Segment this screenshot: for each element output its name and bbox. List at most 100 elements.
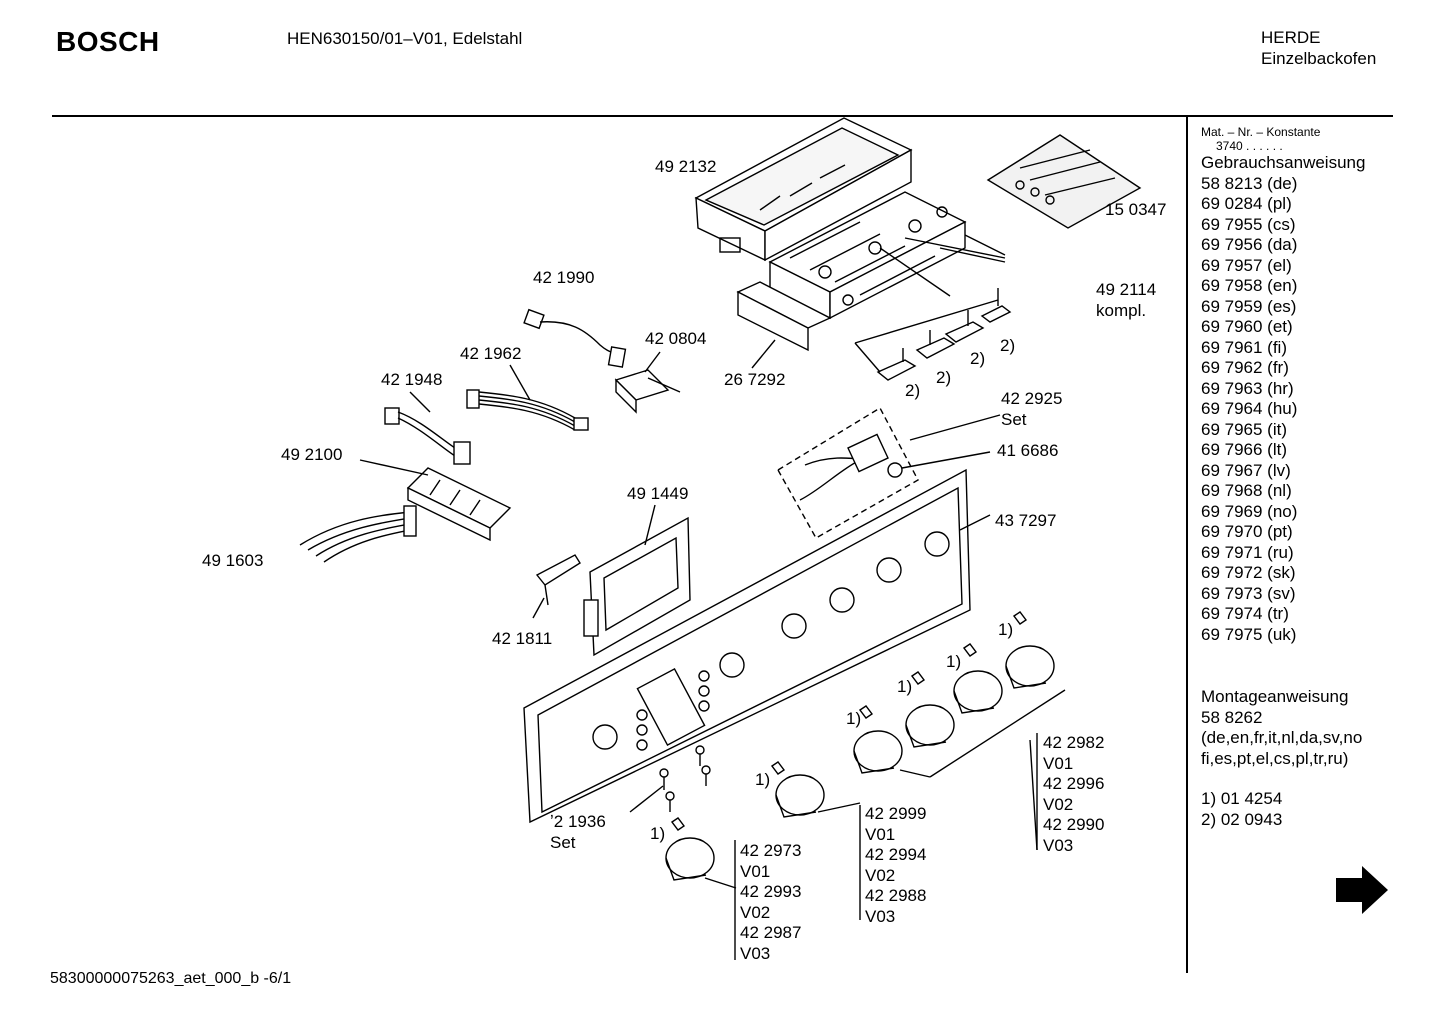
manual-item: 69 7956 (da) xyxy=(1201,235,1298,254)
part-suffix: Set xyxy=(1001,409,1027,429)
switch-0804-drawing xyxy=(614,351,681,414)
footnote-1: 1) 01 4254 xyxy=(1201,789,1283,808)
note-label-2: 2) xyxy=(1000,336,1016,355)
cable-1948-drawing xyxy=(384,391,471,465)
category-line-1: HERDE xyxy=(1261,28,1321,47)
assembly-languages: (de,en,fr,it,nl,da,sv,no xyxy=(1201,728,1363,747)
note-label-1: 1) xyxy=(755,770,771,789)
bracket-drawing xyxy=(532,554,581,619)
knob-variant: V01 xyxy=(1043,753,1074,773)
knob-variant: V03 xyxy=(740,943,771,963)
note-label-2: 2) xyxy=(970,349,986,368)
knob-variant: 42 2993 xyxy=(740,882,802,901)
knob-variant: 42 2994 xyxy=(865,845,927,864)
category-line-2: Einzelbackofen xyxy=(1261,49,1377,68)
footnote-2: 2) 02 0943 xyxy=(1201,809,1283,829)
manual-item: 69 7962 (fr) xyxy=(1201,358,1289,377)
manual-item: 69 7957 (el) xyxy=(1201,255,1292,275)
manual-item: 69 0284 (pl) xyxy=(1201,194,1292,213)
manual-item: 69 7955 (cs) xyxy=(1201,214,1296,234)
assembly-languages: fi,es,pt,el,cs,pl,tr,ru) xyxy=(1201,748,1349,768)
knob-group-a: 42 2973 V01 42 2993 V02 42 2987 V03 xyxy=(740,841,801,964)
manual-title: Gebrauchsanweisung xyxy=(1201,153,1366,172)
part-label-267292: 26 7292 xyxy=(724,370,786,389)
part-label-491449: 49 1449 xyxy=(627,484,689,503)
note-label-1: 1) xyxy=(846,709,862,728)
manual-item: 69 7961 (fi) xyxy=(1201,337,1287,357)
model-title: HEN630150/01–V01, Edelstahl xyxy=(287,29,523,48)
note-label-2: 2) xyxy=(905,381,921,400)
screws-drawing xyxy=(629,745,711,813)
cable-1990-drawing xyxy=(523,308,627,368)
mat-number-value: 3740 . . . . . . xyxy=(1216,139,1283,153)
part-label-416686: 41 6686 xyxy=(997,441,1059,460)
part-label-421948: 42 1948 xyxy=(381,370,443,389)
housing-drawing xyxy=(694,117,913,262)
pcb-drawing xyxy=(583,504,691,657)
manual-list: 58 8213 (de) 69 0284 (pl) 69 7955 (cs) 6… xyxy=(1201,174,1365,646)
ribbon-cable-drawing xyxy=(466,364,589,431)
knob-variant: V02 xyxy=(740,902,771,922)
part-number: 42 2925 xyxy=(1001,389,1063,408)
switch-block-drawing xyxy=(768,191,1006,320)
manual-item: 69 7967 (lv) xyxy=(1201,460,1291,480)
manual-item: 69 7973 (sv) xyxy=(1201,583,1296,603)
manual-item: 69 7969 (no) xyxy=(1201,501,1298,521)
header-divider xyxy=(52,115,1393,117)
part-label-491603: 49 1603 xyxy=(202,551,264,570)
knob-variant: 42 2999 xyxy=(865,804,927,823)
part-label-421962: 42 1962 xyxy=(460,344,522,363)
sidebar-divider xyxy=(1186,117,1188,973)
part-label-150347: 15 0347 xyxy=(1105,200,1167,219)
note-label-2: 2) xyxy=(936,368,952,387)
manual-item: 69 7974 (tr) xyxy=(1201,604,1289,623)
next-page-arrow-icon[interactable] xyxy=(1336,866,1388,914)
screw-bag-drawing xyxy=(986,134,1142,229)
document-id: 58300000075263_aet_000_b -6/1 xyxy=(50,970,292,987)
knob-variant: V03 xyxy=(865,906,896,926)
brand-logo: BOSCH xyxy=(56,26,160,57)
part-number: 49 2114 xyxy=(1096,280,1157,299)
control-panel-drawing xyxy=(523,468,991,824)
part-label-421811: 42 1811 xyxy=(492,629,553,648)
note-label-1: 1) xyxy=(946,652,962,671)
manual-item: 69 7963 (hr) xyxy=(1201,378,1294,398)
knob-variant: V02 xyxy=(1043,794,1074,814)
note-label-1: 1) xyxy=(998,620,1014,639)
manual-item: 69 7975 (uk) xyxy=(1201,624,1297,644)
part-label-492132: 49 2132 xyxy=(655,157,717,176)
knob-variant: 42 2973 xyxy=(740,841,802,860)
part-label-421936: ʼ2 1936 Set xyxy=(550,812,606,853)
manual-item: 69 7970 (pt) xyxy=(1201,522,1293,541)
part-label-420804: 42 0804 xyxy=(645,329,707,348)
part-label-492114: 49 2114 kompl. xyxy=(1096,280,1156,321)
knob-variant: 42 2987 xyxy=(740,923,802,942)
knobs-drawing xyxy=(665,611,1066,889)
knob-variant: 42 2996 xyxy=(1043,774,1105,793)
knob-variant: 42 2982 xyxy=(1043,733,1105,752)
knob-variant: V02 xyxy=(865,865,896,885)
knob-variant: V03 xyxy=(1043,835,1074,855)
assembly-info: Montageanweisung 58 8262 (de,en,fr,it,nl… xyxy=(1201,687,1362,830)
knob-variant: 42 2988 xyxy=(865,886,927,905)
mat-number-header: Mat. – Nr. – Konstante xyxy=(1201,125,1321,139)
note-label-1: 1) xyxy=(897,677,913,696)
category-label: HERDE Einzelbackofen xyxy=(1261,27,1376,69)
dashed-set-drawing xyxy=(777,407,1001,539)
manual-item: 69 7960 (et) xyxy=(1201,317,1293,336)
knob-group-c: 42 2982 V01 42 2996 V02 42 2990 V03 xyxy=(1043,733,1104,856)
knob-variant: V01 xyxy=(740,861,771,881)
micro-switches-drawing xyxy=(854,288,1012,381)
part-label-422925: 42 2925 Set xyxy=(1001,389,1062,430)
part-suffix: kompl. xyxy=(1096,300,1147,320)
manual-item: 69 7964 (hu) xyxy=(1201,399,1298,418)
part-number: ʼ2 1936 xyxy=(550,812,606,831)
part-label-437297: 43 7297 xyxy=(995,511,1057,530)
manual-item: 69 7958 (en) xyxy=(1201,276,1298,295)
part-label-421990: 42 1990 xyxy=(533,268,595,287)
cover-drawing xyxy=(736,281,832,369)
manual-item: 69 7972 (sk) xyxy=(1201,563,1296,582)
knob-group-b: 42 2999 V01 42 2994 V02 42 2988 V03 xyxy=(865,804,926,927)
terminal-block-drawing xyxy=(359,459,512,542)
